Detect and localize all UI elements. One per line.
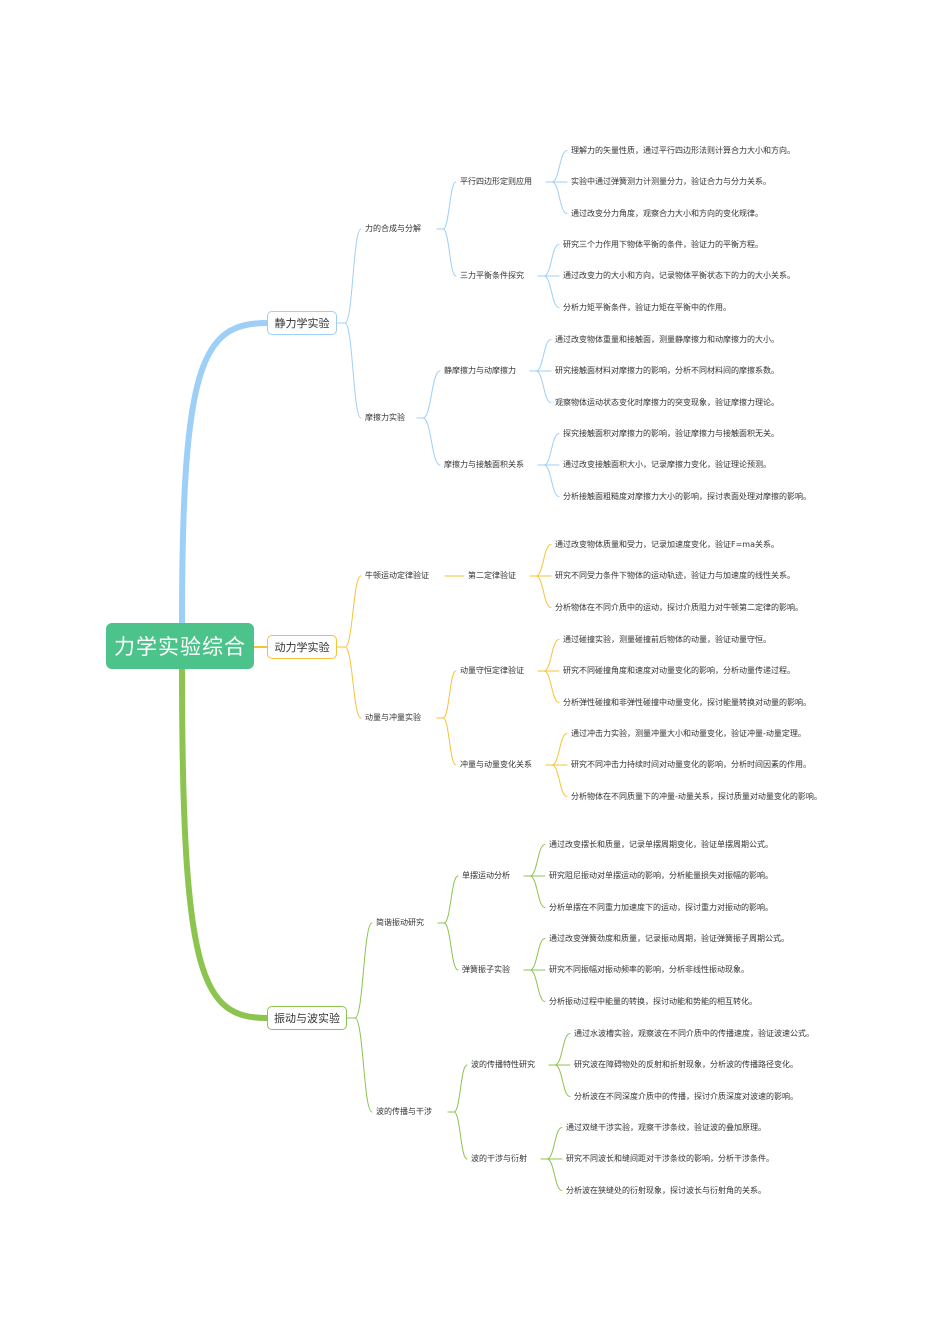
topic-label[interactable]: 动量守恒定律验证 bbox=[460, 666, 524, 675]
leaf-text: 通过改变接触面积大小，记录摩擦力变化，验证理论预测。 bbox=[563, 460, 771, 469]
branch-connector bbox=[336, 646, 362, 719]
leaf-text: 通过改变物体质量和受力，记录加速度变化，验证F=ma关系。 bbox=[555, 539, 779, 549]
leaf-text: 通过改变弹簧劲度和质量，记录振动周期，验证弹簧振子周期公式。 bbox=[549, 933, 789, 943]
leaf-text: 通过冲击力实验，测量冲量大小和动量变化，验证冲量-动量定理。 bbox=[571, 728, 806, 738]
leaf-text: 通过改变分力角度，观察合力大小和方向的变化规律。 bbox=[571, 208, 763, 218]
leaf-connector bbox=[545, 764, 568, 797]
leaf-text: 研究接触面材料对摩擦力的影响，分析不同材料间的摩擦系数。 bbox=[555, 366, 779, 375]
leaf-connector bbox=[545, 733, 568, 766]
subtopic-label[interactable]: 动量与冲量实验 bbox=[365, 713, 421, 722]
branch-node[interactable]: 振动与波实验 bbox=[267, 1006, 347, 1030]
subtopic-connector bbox=[436, 717, 457, 766]
leaf-connector bbox=[537, 670, 560, 703]
topic-label[interactable]: 波的传播特性研究 bbox=[471, 1060, 535, 1069]
topic-label[interactable]: 单摆运动分析 bbox=[462, 871, 510, 880]
subtopic-connector bbox=[436, 181, 457, 230]
leaf-connector bbox=[523, 844, 546, 877]
subtopic-label[interactable]: 力的合成与分解 bbox=[365, 224, 421, 233]
leaf-connector bbox=[548, 1033, 571, 1066]
branch-connector bbox=[336, 575, 362, 648]
leaf-connector bbox=[545, 150, 568, 183]
leaf-text: 实验中通过弹簧测力计测量分力，验证合力与分力关系。 bbox=[571, 177, 771, 186]
subtopic-connector bbox=[416, 370, 441, 419]
branch-node[interactable]: 动力学实验 bbox=[267, 635, 337, 659]
branch-node[interactable]: 静力学实验 bbox=[267, 311, 337, 335]
leaf-connector bbox=[540, 1158, 563, 1191]
subtopic-connector bbox=[447, 1064, 468, 1113]
leaf-connector bbox=[537, 244, 560, 277]
leaf-text: 分析物体在不同介质中的运动，探讨介质阻力对牛顿第二定律的影响。 bbox=[555, 602, 803, 612]
root-node[interactable]: 力学实验综合 bbox=[106, 623, 254, 669]
topic-label[interactable]: 三力平衡条件探究 bbox=[460, 271, 524, 280]
leaf-connector bbox=[537, 639, 560, 672]
leaf-text: 通过碰撞实验，测量碰撞前后物体的动量，验证动量守恒。 bbox=[563, 634, 771, 644]
leaf-text: 分析弹性碰撞和非弹性碰撞中动量变化，探讨能量转换对动量的影响。 bbox=[563, 697, 811, 707]
branch-connector bbox=[336, 322, 362, 419]
subtopic-label[interactable]: 波的传播与干涉 bbox=[376, 1107, 432, 1116]
subtopic-connector bbox=[416, 417, 441, 466]
leaf-text: 研究不同波长和缝间距对干涉条纹的影响，分析干涉条件。 bbox=[566, 1154, 774, 1163]
leaf-text: 探究接触面积对摩擦力的影响，验证摩擦力与接触面积无关。 bbox=[563, 428, 779, 438]
root-connector bbox=[179, 320, 270, 626]
leaf-connector bbox=[529, 370, 552, 403]
subtopic-connector bbox=[436, 670, 457, 719]
leaf-text: 通过改变力的大小和方向，记录物体平衡状态下的力的大小关系。 bbox=[563, 271, 795, 280]
subtopic-label[interactable]: 摩擦力实验 bbox=[365, 413, 405, 422]
subtopic-connector bbox=[447, 1111, 468, 1160]
leaf-text: 分析物体在不同质量下的冲量-动量关系，探讨质量对动量变化的影响。 bbox=[571, 791, 822, 801]
subtopic-connector bbox=[436, 228, 457, 277]
subtopic-label[interactable]: 牛顿运动定律验证 bbox=[365, 571, 429, 580]
branch-connector bbox=[346, 922, 373, 1019]
leaf-text: 通过水波槽实验，观察波在不同介质中的传播速度，验证波速公式。 bbox=[574, 1028, 814, 1038]
leaf-text: 分析单摆在不同重力加速度下的运动，探讨重力对振动的影响。 bbox=[549, 902, 773, 912]
topic-label[interactable]: 第二定律验证 bbox=[468, 571, 516, 580]
topic-label[interactable]: 摩擦力与接触面积关系 bbox=[444, 460, 524, 469]
leaf-text: 分析波在不同深度介质中的传播，探讨介质深度对波速的影响。 bbox=[574, 1091, 798, 1101]
leaf-text: 研究不同受力条件下物体的运动轨迹，验证力与加速度的线性关系。 bbox=[555, 571, 795, 580]
leaf-connector bbox=[529, 544, 552, 577]
subtopic-connector bbox=[437, 875, 459, 924]
leaf-text: 通过改变摆长和质量，记录单摆周期变化，验证单摆周期公式。 bbox=[549, 839, 773, 849]
leaf-text: 观察物体运动状态变化时摩擦力的突变现象，验证摩擦力理论。 bbox=[555, 397, 779, 407]
root-title: 力学实验综合 bbox=[114, 635, 246, 659]
leaf-text: 研究波在障碍物处的反射和折射现象，分析波的传播路径变化。 bbox=[574, 1060, 798, 1069]
leaf-text: 分析力矩平衡条件，验证力矩在平衡中的作用。 bbox=[563, 302, 731, 312]
topic-label[interactable]: 弹簧振子实验 bbox=[462, 965, 510, 974]
leaf-text: 分析波在狭缝处的衍射现象，探讨波长与衍射角的关系。 bbox=[566, 1185, 766, 1195]
branch-connector bbox=[336, 228, 362, 324]
leaf-connector bbox=[529, 575, 552, 608]
leaf-connector bbox=[529, 339, 552, 372]
topic-label[interactable]: 静摩擦力与动摩擦力 bbox=[444, 366, 516, 375]
leaf-connector bbox=[545, 181, 568, 214]
leaf-connector bbox=[523, 875, 546, 908]
subtopic-label[interactable]: 简谐振动研究 bbox=[376, 918, 424, 927]
leaf-connector bbox=[523, 969, 546, 1002]
leaf-connector bbox=[540, 1127, 563, 1160]
leaf-text: 分析接触面粗糙度对摩擦力大小的影响，探讨表面处理对摩擦的影响。 bbox=[563, 491, 811, 501]
topic-label[interactable]: 平行四边形定则应用 bbox=[460, 177, 532, 186]
leaf-text: 研究不同振幅对振动频率的影响，分析非线性振动现象。 bbox=[549, 965, 749, 974]
leaf-connector bbox=[537, 464, 560, 497]
leaf-text: 理解力的矢量性质，通过平行四边形法则计算合力大小和方向。 bbox=[571, 145, 795, 155]
leaf-text: 研究不同碰撞角度和速度对动量变化的影响，分析动量传递过程。 bbox=[563, 666, 795, 675]
leaf-text: 研究三个力作用下物体平衡的条件，验证力的平衡方程。 bbox=[563, 239, 763, 249]
subtopic-connector bbox=[437, 922, 459, 971]
topic-label[interactable]: 波的干涉与衍射 bbox=[471, 1154, 527, 1163]
leaf-text: 研究阻尼振动对单摆运动的影响，分析能量损失对振幅的影响。 bbox=[549, 871, 773, 880]
leaf-connector bbox=[537, 433, 560, 466]
root-connector bbox=[179, 666, 270, 1021]
leaf-connector bbox=[537, 275, 560, 308]
branch-connector bbox=[346, 1017, 373, 1113]
leaf-text: 研究不同冲击力持续时间对动量变化的影响，分析时间因素的作用。 bbox=[571, 760, 811, 769]
topic-label[interactable]: 冲量与动量变化关系 bbox=[460, 760, 532, 769]
leaf-connector bbox=[548, 1064, 571, 1097]
leaf-text: 通过双缝干涉实验，观察干涉条纹，验证波的叠加原理。 bbox=[566, 1122, 766, 1132]
leaf-text: 分析振动过程中能量的转换，探讨动能和势能的相互转化。 bbox=[549, 996, 757, 1006]
leaf-text: 通过改变物体重量和接触面，测量静摩擦力和动摩擦力的大小。 bbox=[555, 334, 779, 344]
leaf-connector bbox=[523, 938, 546, 971]
